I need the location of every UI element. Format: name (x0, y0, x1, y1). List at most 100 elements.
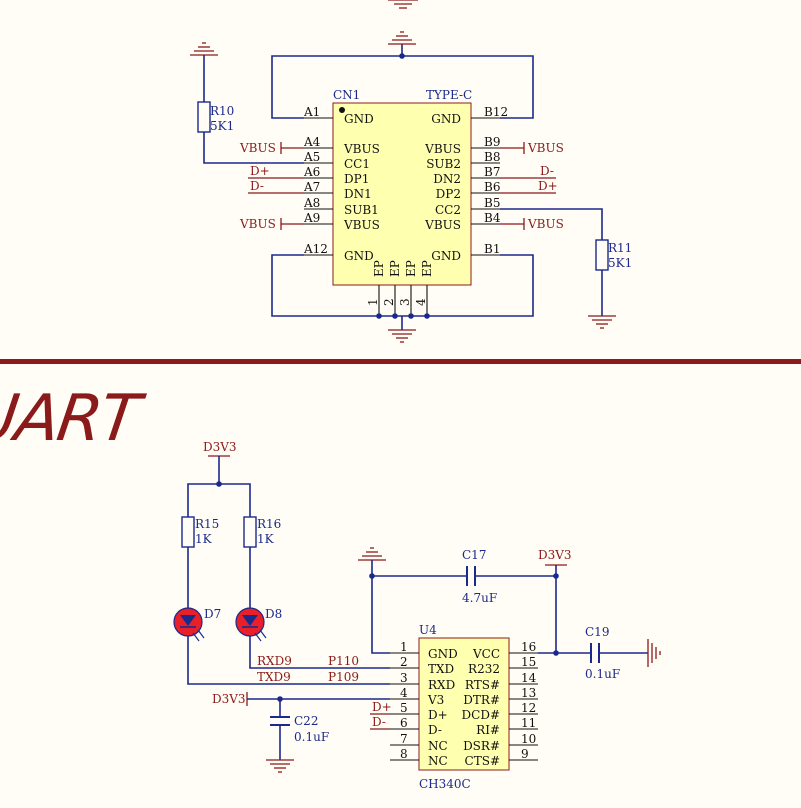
pin-number: 11 (521, 716, 536, 730)
resistor-r15: R15 1K (181, 516, 219, 608)
pin-number: B9 (484, 135, 500, 149)
resistor-r11: R11 5K1 (500, 208, 632, 329)
pin-name: DP2 (436, 187, 461, 201)
led-d8: D8 (235, 607, 390, 669)
pin-name: EP (404, 260, 418, 277)
pin-number: A7 (303, 180, 320, 194)
capacitor-c22: C22 0.1uF (265, 714, 329, 773)
vbus-port-a4: VBUS (239, 141, 304, 155)
pin-number: A9 (303, 211, 320, 225)
net-txd9: TXD9 (257, 670, 291, 684)
svg-text:C19: C19 (585, 625, 609, 639)
pin-name: CC2 (435, 203, 461, 217)
svg-text:1K: 1K (257, 532, 275, 546)
svg-text:4.7uF: 4.7uF (462, 591, 497, 605)
pin-number: 13 (521, 686, 536, 700)
pin-name: NC (428, 739, 448, 753)
pin-name: DTR# (463, 693, 500, 707)
cn1-ep-pin-4: 4EP (414, 260, 434, 316)
pin-name: D- (428, 723, 442, 737)
pin-number: 7 (400, 732, 408, 746)
r10-value: 5K1 (210, 119, 234, 133)
svg-text:VBUS: VBUS (527, 217, 564, 231)
pin-name: R232 (468, 662, 500, 676)
ground-symbol (357, 547, 387, 561)
pin-name: RXD (428, 678, 455, 692)
pin-name: DCD# (462, 708, 500, 722)
svg-text:D-: D- (540, 164, 554, 178)
pin-number: 14 (521, 671, 537, 685)
pin-name: VCC (472, 647, 500, 661)
r11-ref: R11 (608, 241, 632, 255)
pin-name: CC1 (344, 157, 370, 171)
pin-number: 4 (400, 686, 408, 700)
pin-number: 15 (521, 655, 536, 669)
ground-symbol (387, 31, 417, 45)
pin-name: TXD (428, 662, 454, 676)
pin-name: VBUS (343, 218, 380, 232)
pin-number: 2 (382, 298, 396, 306)
power-port-d3v3-left: D3V3 (212, 692, 390, 716)
pin-number: B8 (484, 150, 500, 164)
net-p109: P109 (328, 670, 359, 684)
vbus-port-b9: VBUS (500, 141, 564, 155)
svg-text:0.1uF: 0.1uF (585, 667, 620, 681)
pin-name: DSR# (463, 739, 500, 753)
svg-text:D-: D- (372, 715, 386, 729)
pin-name: EP (388, 260, 402, 277)
ground-symbol (189, 42, 219, 56)
gnd-loop-bottom (271, 254, 534, 343)
svg-text:VBUS: VBUS (239, 217, 276, 231)
svg-text:D3V3: D3V3 (203, 440, 237, 454)
svg-text:C22: C22 (294, 714, 318, 728)
pin-number: B4 (484, 211, 501, 225)
u4-part: CH340C (419, 777, 471, 791)
svg-text:D8: D8 (265, 607, 282, 621)
net-p110: P110 (328, 654, 359, 668)
svg-text:D3V3: D3V3 (212, 692, 246, 706)
pin-number: A6 (303, 165, 320, 179)
uart-title: UART (0, 381, 149, 456)
pin-name: VBUS (424, 218, 461, 232)
svg-text:D+: D+ (538, 179, 558, 193)
pin-number: 9 (521, 747, 529, 761)
pin-number: B5 (484, 196, 500, 210)
cn1-ep-pin-1: 1EP (366, 260, 386, 316)
cn1-ref: CN1 (333, 88, 360, 102)
pin-name: EP (372, 260, 386, 277)
pin-number: A5 (303, 150, 320, 164)
pin-name: DN2 (433, 172, 461, 186)
cn1-type: TYPE-C (426, 88, 472, 102)
svg-text:D3V3: D3V3 (538, 548, 572, 562)
net-dplus-a6: D+ (248, 164, 304, 179)
vbus-port-b4: VBUS (500, 217, 564, 231)
uart-section: UART D3V3 R15 1K R16 1K (0, 381, 661, 791)
pin-name: VBUS (424, 142, 461, 156)
pin-number: 1 (400, 640, 408, 654)
pin-number: A1 (303, 105, 320, 119)
pin-number: 2 (400, 655, 408, 669)
resistor-r10: R10 5K1 (189, 42, 304, 164)
svg-text:C17: C17 (462, 548, 486, 562)
pin-number: B6 (484, 180, 500, 194)
power-port-d3v3-top: D3V3 (187, 440, 251, 517)
net-dplus-chip: D+ (370, 700, 392, 715)
ground-symbol-top (388, 0, 418, 9)
pin-number: 6 (400, 716, 408, 730)
